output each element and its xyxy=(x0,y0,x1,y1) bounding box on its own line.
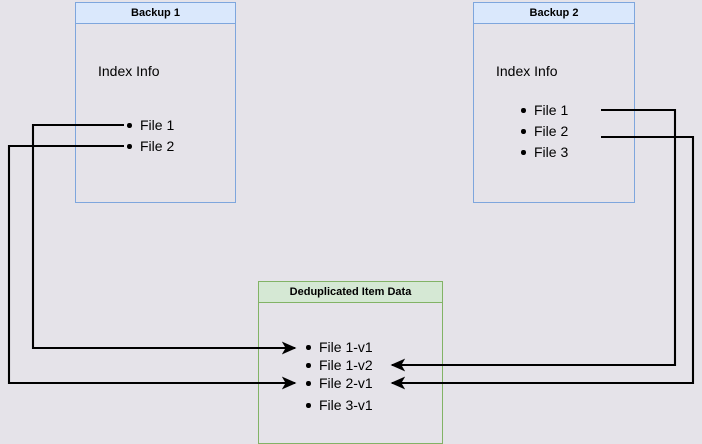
list-item: File 1 xyxy=(519,101,568,119)
backup-1-file-list: File 1 File 2 xyxy=(125,116,174,155)
list-item: File 3 xyxy=(519,143,568,161)
node-backup-1-body: Index Info File 1 File 2 xyxy=(76,24,235,202)
list-item: File 1-v1 xyxy=(304,338,373,356)
node-deduplicated-item-data[interactable]: Deduplicated Item Data File 1-v1 File 1-… xyxy=(258,281,443,444)
node-backup-1-header: Backup 1 xyxy=(76,3,235,24)
dedup-file-list: File 1-v1 File 1-v2 File 2-v1 File 3-v1 xyxy=(304,338,373,414)
backup-2-file-list: File 1 File 2 File 3 xyxy=(519,101,568,161)
backup-1-index-info-label: Index Info xyxy=(98,63,160,79)
list-item: File 1-v2 xyxy=(304,356,373,374)
backup-2-index-info-label: Index Info xyxy=(496,63,558,79)
list-item: File 2-v1 xyxy=(304,374,373,392)
node-backup-2-body: Index Info File 1 File 2 File 3 xyxy=(474,24,634,202)
node-dedup-body: File 1-v1 File 1-v2 File 2-v1 File 3-v1 xyxy=(259,303,442,443)
node-dedup-header: Deduplicated Item Data xyxy=(259,282,442,303)
list-item: File 1 xyxy=(125,116,174,134)
list-item: File 2 xyxy=(519,122,568,140)
node-backup-1[interactable]: Backup 1 Index Info File 1 File 2 xyxy=(75,2,236,203)
node-backup-2-header: Backup 2 xyxy=(474,3,634,24)
list-item: File 2 xyxy=(125,137,174,155)
list-item: File 3-v1 xyxy=(304,396,373,414)
node-backup-2[interactable]: Backup 2 Index Info File 1 File 2 File 3 xyxy=(473,2,635,203)
